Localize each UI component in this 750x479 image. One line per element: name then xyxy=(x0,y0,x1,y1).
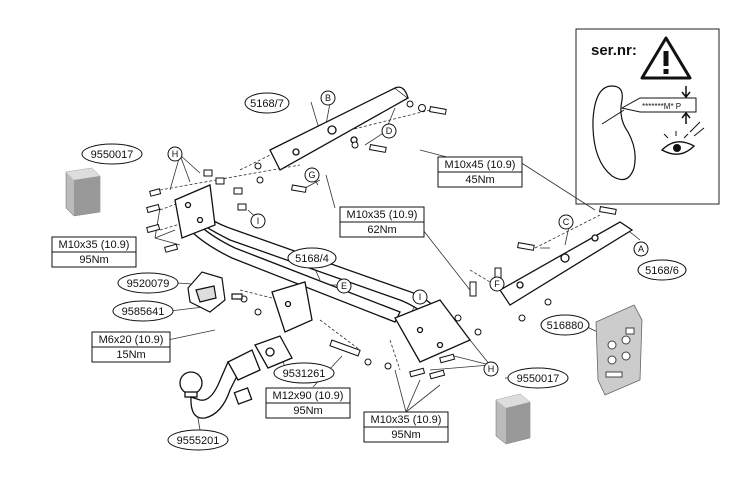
callout-b: B xyxy=(320,90,336,106)
svg-text:M10x35 (10.9): M10x35 (10.9) xyxy=(347,209,418,221)
bracket-right-5168-6 xyxy=(499,221,634,306)
svg-text:45Nm: 45Nm xyxy=(465,174,494,186)
part-label-516880: 516880 xyxy=(540,314,590,336)
letter-callouts: A B C D E F G H H I I xyxy=(167,90,649,377)
svg-text:95Nm: 95Nm xyxy=(391,429,420,441)
serial-number-inset: ser.nr: *******M* P xyxy=(575,28,720,205)
sticker-9550017-left xyxy=(65,167,101,217)
part-label-9531261: 9531261 xyxy=(273,362,335,384)
part-label-5168-7: 5168/7 xyxy=(244,92,290,114)
svg-text:9520079: 9520079 xyxy=(127,278,170,290)
tow-ball-9555201 xyxy=(179,335,293,419)
svg-text:9550017: 9550017 xyxy=(517,373,560,385)
svg-text:M10x45 (10.9): M10x45 (10.9) xyxy=(445,159,516,171)
bolt-spec-m6x20-15nm: M6x20 (10.9) 15Nm xyxy=(91,331,171,363)
svg-text:95Nm: 95Nm xyxy=(293,405,322,417)
svg-text:M12x90 (10.9): M12x90 (10.9) xyxy=(273,390,344,402)
callout-i-right: I xyxy=(412,289,428,305)
svg-text:C: C xyxy=(563,217,570,227)
callout-h-left: H xyxy=(167,146,183,162)
callout-a: A xyxy=(633,241,649,257)
part-label-9550017-right: 9550017 xyxy=(507,367,569,389)
towball-neck-outline xyxy=(592,85,636,181)
bolt-spec-m10x45-45nm: M10x45 (10.9) 45Nm xyxy=(437,156,523,188)
svg-text:5168/6: 5168/6 xyxy=(645,265,679,277)
inset-title: ser.nr: xyxy=(591,42,637,59)
part-label-9520079: 9520079 xyxy=(117,272,179,294)
part-label-5168-6: 5168/6 xyxy=(637,259,687,281)
svg-text:9550017: 9550017 xyxy=(91,149,134,161)
svg-text:I: I xyxy=(419,292,422,302)
fasteners xyxy=(146,100,617,380)
callout-g: G xyxy=(304,167,320,183)
svg-text:9531261: 9531261 xyxy=(283,368,326,380)
svg-text:F: F xyxy=(494,279,500,289)
bracket-left-5168-7 xyxy=(269,86,410,171)
socket-bracket-9520079 xyxy=(187,271,243,313)
callout-c: C xyxy=(558,214,574,230)
svg-text:H: H xyxy=(488,364,495,374)
svg-text:516880: 516880 xyxy=(547,320,584,332)
svg-text:B: B xyxy=(325,93,331,103)
part-labels: 5168/7 9550017 5168/4 9520079 9585641 51… xyxy=(81,92,687,451)
svg-text:M10x35 (10.9): M10x35 (10.9) xyxy=(371,414,442,426)
svg-text:G: G xyxy=(308,170,315,180)
svg-text:A: A xyxy=(638,244,644,254)
svg-text:H: H xyxy=(172,149,179,159)
eye-icon xyxy=(660,121,705,155)
crossbar-5168-4 xyxy=(174,184,472,363)
callout-f: F xyxy=(489,276,505,292)
svg-text:62Nm: 62Nm xyxy=(367,224,396,236)
svg-text:5168/4: 5168/4 xyxy=(295,253,329,265)
callout-d: D xyxy=(381,123,397,139)
serial-plate xyxy=(620,97,697,113)
part-label-9555201: 9555201 xyxy=(167,429,229,451)
svg-text:E: E xyxy=(341,281,347,291)
bolt-spec-m10x35-95nm-left: M10x35 (10.9) 95Nm xyxy=(51,236,137,268)
svg-text:95Nm: 95Nm xyxy=(79,254,108,266)
callout-e: E xyxy=(336,278,352,294)
part-label-5168-4: 5168/4 xyxy=(287,247,337,269)
bolt-spec-m10x35-62nm: M10x35 (10.9) 62Nm xyxy=(339,206,425,238)
svg-text:15Nm: 15Nm xyxy=(116,349,145,361)
bolt-spec-m12x90-95nm: M12x90 (10.9) 95Nm xyxy=(265,387,351,419)
leader-lines xyxy=(154,101,641,431)
svg-text:M6x20 (10.9): M6x20 (10.9) xyxy=(99,334,164,346)
warning-triangle-icon xyxy=(640,36,692,80)
parts-bag-516880 xyxy=(595,304,643,396)
bolt-spec-m10x35-95nm-right: M10x35 (10.9) 95Nm xyxy=(363,411,449,443)
callout-i-left: I xyxy=(250,213,266,229)
svg-text:9555201: 9555201 xyxy=(177,435,220,447)
serial-plate-text: *******M* P xyxy=(642,102,681,111)
sticker-9550017-right xyxy=(495,393,531,445)
svg-text:I: I xyxy=(257,216,260,226)
svg-text:5168/7: 5168/7 xyxy=(250,98,284,110)
callout-h-right: H xyxy=(483,361,499,377)
part-label-9585641: 9585641 xyxy=(112,300,174,322)
part-label-9550017-left: 9550017 xyxy=(81,143,143,165)
svg-text:D: D xyxy=(386,126,393,136)
bolt-spec-boxes: M10x45 (10.9) 45Nm M10x35 (10.9) 62Nm M1… xyxy=(51,156,523,443)
svg-text:M10x35 (10.9): M10x35 (10.9) xyxy=(59,239,130,251)
svg-text:9585641: 9585641 xyxy=(122,306,165,318)
